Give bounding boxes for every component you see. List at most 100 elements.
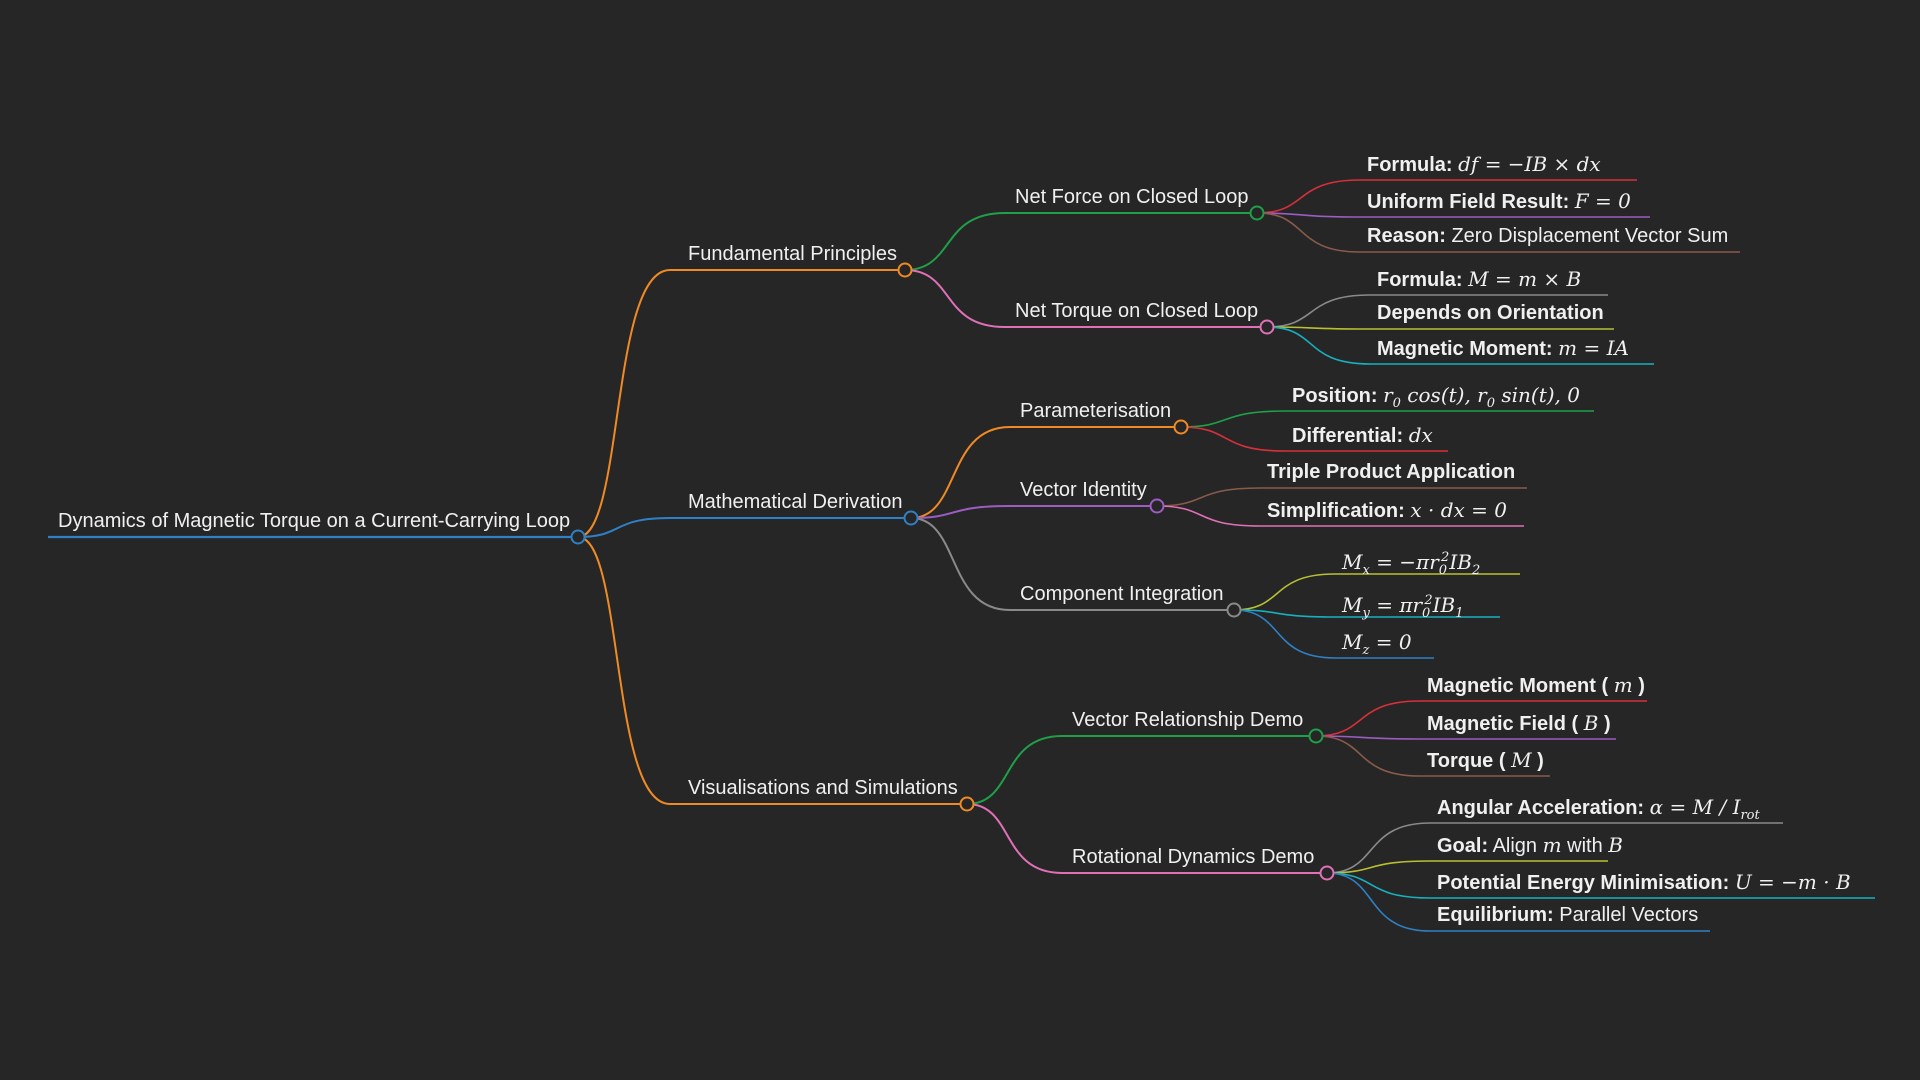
branch-fundamental[interactable]: Fundamental Principles [688,242,897,266]
node-dot-fundamental[interactable] [897,262,913,278]
node-net-force-text: Net Force on Closed Loop [1015,186,1249,208]
node-component[interactable]: Component Integration [1020,582,1223,606]
node-vector-identity-text: Vector Identity [1020,479,1147,501]
leaf-rot-demo-3-key: Equilibrium: [1437,904,1554,926]
leaf-param-1-key: Differential: [1292,425,1404,447]
leaf-vector-identity-1-key: Simplification: [1267,500,1405,522]
leaf-rot-demo-3[interactable]: Equilibrium: Parallel Vectors [1437,903,1698,927]
leaf-vector-demo-0-math: m [1613,673,1633,697]
leaf-net-force-2-key: Reason: [1367,225,1446,247]
node-dot-vector-identity[interactable] [1149,498,1165,514]
edge-visual-rot-demo [966,803,1063,874]
leaf-vector-identity-0-key: Triple Product Application [1267,461,1516,483]
leaf-component-2-math: Mz = 0 [1342,630,1412,658]
leaf-net-torque-2-math: m = IA [1558,336,1629,360]
leaf-net-torque-2-key: Magnetic Moment: [1377,338,1553,360]
leaf-vector-demo-0[interactable]: Magnetic Moment ( m ) [1427,673,1645,698]
root-node-label[interactable]: Dynamics of Magnetic Torque on a Current… [58,509,570,533]
leaf-rot-demo-0[interactable]: Angular Acceleration: α = M / Irot [1437,795,1760,828]
node-dot-visual[interactable] [959,796,975,812]
leaf-rot-demo-0-key: Angular Acceleration: [1437,797,1645,819]
branch-fundamental-text: Fundamental Principles [688,243,897,265]
leaf-rot-demo-2-math: U = −m · B [1734,870,1851,894]
leaf-component-1[interactable]: My = πr02IB1 [1342,589,1463,626]
edge-fundamental-net-force [904,212,1006,271]
node-dot-component[interactable] [1226,602,1242,618]
edge-root-derivation [577,517,671,538]
leaf-net-force-0-key: Formula: [1367,154,1453,176]
edge-vector-identity-leaf-1 [1156,505,1261,527]
leaf-net-force-2[interactable]: Reason: Zero Displacement Vector Sum [1367,224,1728,248]
edge-vector-demo-leaf-0 [1315,700,1421,737]
node-dot-vector-demo[interactable] [1308,728,1324,744]
leaf-rot-demo-1-math: B [1608,833,1623,857]
leaf-rot-demo-0-math: α = M / Irot [1649,795,1760,823]
edge-net-force-leaf-1 [1256,212,1361,218]
leaf-rot-demo-1[interactable]: Goal: Align m with B [1437,833,1623,858]
leaf-rot-demo-3-text: Parallel Vectors [1559,904,1699,926]
root-node-label-text: Dynamics of Magnetic Torque on a Current… [58,510,571,532]
leaf-param-0-key: Position: [1292,385,1378,407]
leaf-rot-demo-1-math: m [1542,833,1562,857]
leaf-vector-demo-2[interactable]: Torque ( M ) [1427,748,1544,773]
leaf-component-2[interactable]: Mz = 0 [1342,630,1412,663]
leaf-net-torque-0[interactable]: Formula: M = m × B [1377,267,1581,292]
node-param[interactable]: Parameterisation [1020,399,1171,423]
node-net-torque[interactable]: Net Torque on Closed Loop [1015,299,1258,323]
leaf-rot-demo-1-key: Goal: [1437,835,1489,857]
leaf-vector-identity-0[interactable]: Triple Product Application [1267,460,1515,484]
edge-derivation-param [910,426,1011,519]
leaf-vector-demo-1-math: B [1583,711,1599,735]
branch-derivation[interactable]: Mathematical Derivation [688,490,903,514]
leaf-vector-demo-1-key: Magnetic Field ( [1427,713,1579,735]
edge-fundamental-net-torque [904,269,1006,328]
node-vector-demo[interactable]: Vector Relationship Demo [1072,708,1303,732]
leaf-component-0[interactable]: Mx = −πr02IB2 [1342,546,1480,583]
node-dot-rot-demo[interactable] [1319,865,1335,881]
leaf-net-force-1-key: Uniform Field Result: [1367,191,1570,213]
edge-param-leaf-1 [1180,426,1286,452]
leaf-vector-demo-1-key: ) [1603,713,1611,735]
branch-derivation-text: Mathematical Derivation [688,491,903,513]
leaf-net-torque-1[interactable]: Depends on Orientation [1377,301,1604,325]
edge-component-leaf-1 [1233,609,1336,618]
node-dot-derivation[interactable] [903,510,919,526]
edge-root-fundamental [577,269,671,538]
edge-vector-demo-leaf-2 [1315,735,1421,777]
leaf-rot-demo-2-key: Potential Energy Minimisation: [1437,872,1730,894]
edge-rot-demo-leaf-0 [1326,822,1431,874]
branch-visual[interactable]: Visualisations and Simulations [688,776,958,800]
leaf-net-torque-0-key: Formula: [1377,269,1463,291]
leaf-param-1-math: dx [1408,423,1433,447]
leaf-rot-demo-2[interactable]: Potential Energy Minimisation: U = −m · … [1437,870,1851,895]
node-net-force[interactable]: Net Force on Closed Loop [1015,185,1248,209]
leaf-vector-demo-1[interactable]: Magnetic Field ( B ) [1427,711,1611,736]
leaf-vector-demo-2-math: M [1511,748,1532,772]
leaf-net-force-0[interactable]: Formula: df = −IB × dx [1367,152,1601,177]
edge-visual-vector-demo [966,735,1063,805]
edge-net-torque-leaf-2 [1266,326,1371,365]
node-param-text: Parameterisation [1020,400,1172,422]
leaf-component-1-math: My = πr02IB1 [1342,592,1464,621]
edge-component-leaf-2 [1233,609,1336,659]
node-dot-root[interactable] [570,529,586,545]
leaf-param-1[interactable]: Differential: dx [1292,423,1433,448]
leaf-rot-demo-1-text: Align [1492,835,1538,857]
node-dot-net-torque[interactable] [1259,319,1275,335]
node-rot-demo[interactable]: Rotational Dynamics Demo [1072,845,1314,869]
edge-rot-demo-leaf-1 [1326,860,1431,874]
edge-vector-demo-leaf-1 [1315,735,1421,740]
leaf-vector-demo-0-key: Magnetic Moment ( [1427,675,1609,697]
node-dot-param[interactable] [1173,419,1189,435]
leaf-vector-demo-2-key: ) [1537,750,1544,772]
edge-net-force-leaf-0 [1256,179,1361,214]
leaf-net-force-1[interactable]: Uniform Field Result: F = 0 [1367,189,1631,214]
edge-param-leaf-0 [1180,410,1286,428]
leaf-vector-identity-1[interactable]: Simplification: x · dx = 0 [1267,498,1507,523]
leaf-param-0[interactable]: Position: r0 cos(t), r0 sin(t), 0 [1292,383,1580,416]
node-rot-demo-text: Rotational Dynamics Demo [1072,846,1315,868]
leaf-net-torque-2[interactable]: Magnetic Moment: m = IA [1377,336,1629,361]
node-dot-net-force[interactable] [1249,205,1265,221]
node-vector-identity[interactable]: Vector Identity [1020,478,1147,502]
